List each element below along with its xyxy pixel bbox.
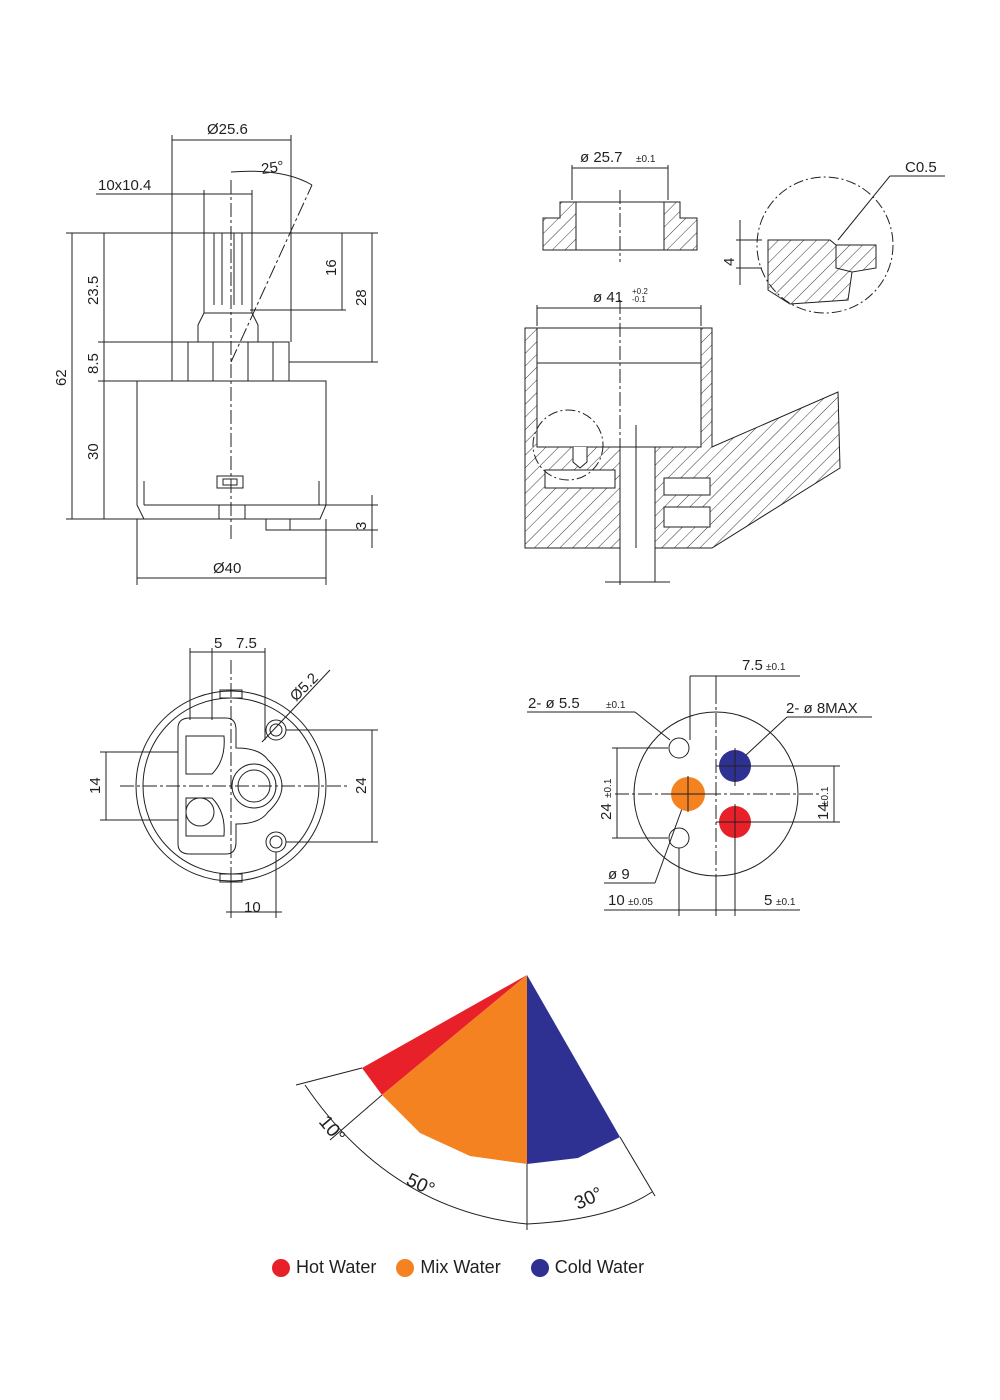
- dim-8-5: 8.5: [85, 353, 102, 374]
- legend-hot: Hot Water: [272, 1257, 376, 1278]
- dim-4: 4: [721, 258, 738, 266]
- dim-23-5: 23.5: [85, 276, 102, 305]
- dim-16: 16: [323, 259, 340, 276]
- dim-ring-diameter-tol: ±0.1: [636, 154, 656, 165]
- dim-seat-10-tol: ±0.05: [628, 897, 653, 908]
- dim-seat-10: 10: [608, 892, 625, 909]
- section-view: [524, 165, 945, 585]
- legend-mix: Mix Water: [396, 1257, 501, 1278]
- dim-seat-5-tol: ±0.1: [776, 897, 796, 908]
- rotation-diagram: [295, 975, 656, 1230]
- side-view: [66, 135, 378, 585]
- mix-sector: [382, 975, 527, 1164]
- dim-hole: Ø5.2: [287, 670, 322, 705]
- dim-7-5: 7.5: [236, 635, 257, 652]
- dim-seat-14: 14: [815, 803, 832, 820]
- dim-small-holes-tol: ±0.1: [606, 700, 626, 711]
- legend-cold-label: Cold Water: [554, 1257, 645, 1277]
- dim-body-tol-upper: +0.2: [632, 287, 648, 296]
- legend-mix-label: Mix Water: [420, 1257, 501, 1277]
- dim-body-tol-lower: -0.1: [632, 295, 646, 304]
- dim-24: 24: [353, 777, 370, 794]
- hot-water-dot-icon: [272, 1258, 290, 1277]
- dim-14: 14: [87, 777, 104, 794]
- dim-seat-24: 24: [598, 803, 615, 820]
- dim-ring-diameter: ø 25.7: [580, 149, 623, 166]
- mix-water-dot-icon: [396, 1258, 415, 1277]
- dim-5: 5: [214, 635, 222, 652]
- dim-seat-5: 5: [764, 892, 772, 909]
- cold-sector: [527, 975, 620, 1164]
- dim-angle: 25°: [260, 158, 285, 178]
- dim-seat-24-tol: ±0.1: [603, 778, 614, 798]
- dim-stem-size: 10x10.4: [98, 177, 151, 194]
- dim-10: 10: [244, 899, 261, 916]
- dim-body-diameter: ø 41: [593, 289, 623, 306]
- dim-ports: 2- ø 8MAX: [786, 700, 858, 717]
- hot-sector: [362, 975, 527, 1095]
- bottom-view: [100, 648, 378, 918]
- dim-small-holes: 2- ø 5.5: [528, 695, 580, 712]
- legend-hot-label: Hot Water: [296, 1257, 377, 1277]
- legend-cold: Cold Water: [530, 1257, 645, 1278]
- legend: Hot Water Mix Water Cold Water: [272, 1257, 664, 1278]
- angle-cold: 30°: [571, 1183, 606, 1214]
- dim-seat-14-tol: ±0.1: [820, 786, 831, 806]
- dim-30: 30: [85, 443, 102, 460]
- dim-bottom-diameter: Ø40: [213, 560, 241, 577]
- dim-mix-port: ø 9: [608, 866, 630, 883]
- dim-seat-7-5: 7.5: [742, 657, 763, 674]
- angle-hot: 10°: [314, 1112, 349, 1148]
- seat-view: [527, 675, 872, 916]
- dim-seat-7-5-tol: ±0.1: [766, 662, 786, 673]
- dim-chamfer: C0.5: [905, 159, 937, 176]
- dim-28: 28: [353, 289, 370, 306]
- dim-62: 62: [53, 369, 70, 386]
- dim-3: 3: [353, 522, 370, 530]
- cold-water-dot-icon: [530, 1258, 549, 1277]
- dim-top-diameter: Ø25.6: [207, 121, 248, 138]
- angle-mix: 50°: [403, 1169, 438, 1200]
